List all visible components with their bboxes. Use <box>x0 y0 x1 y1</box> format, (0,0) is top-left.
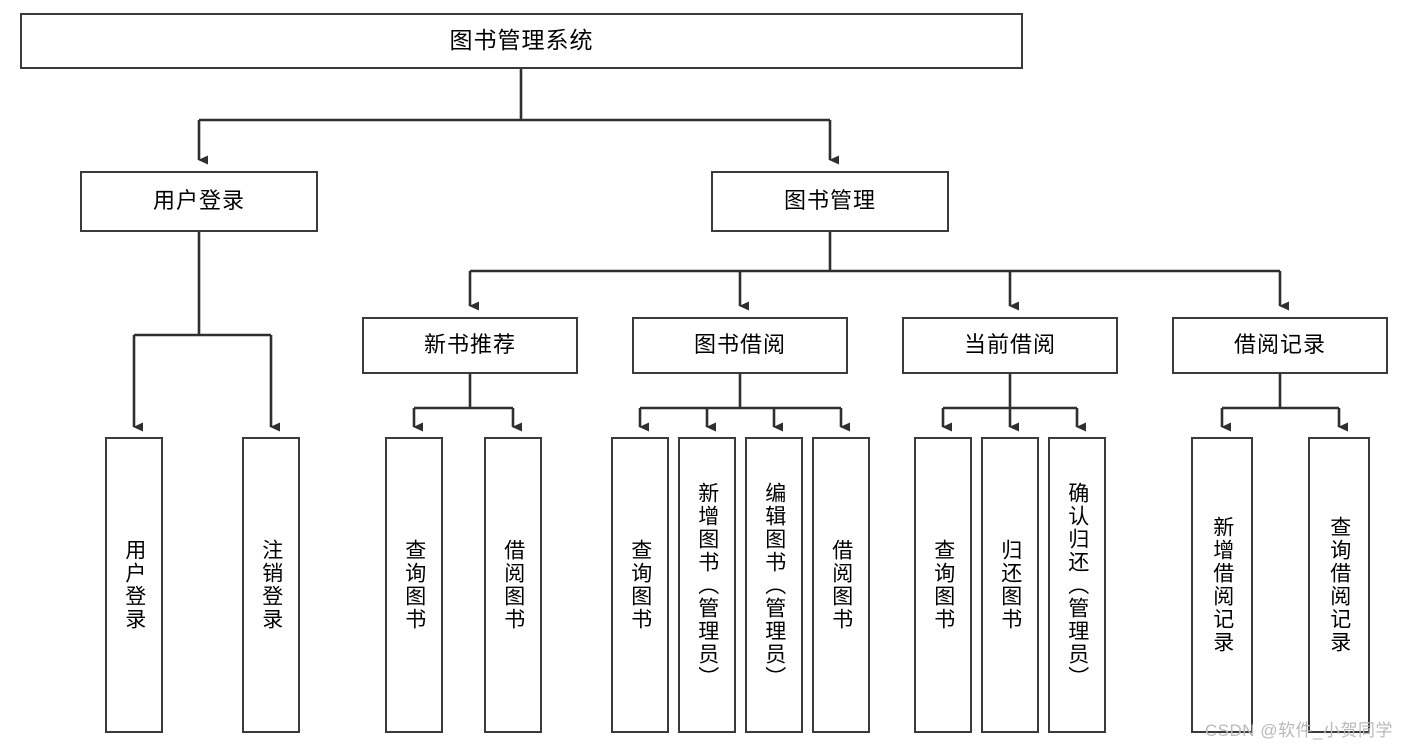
node-root-book-management-system[interactable]: 图书管理系统 <box>20 13 1023 69</box>
node-label: 查询图书 <box>402 539 426 631</box>
node-label: 借阅图书 <box>501 539 525 631</box>
node-label: 新书推荐 <box>423 332 516 358</box>
node-label: 查询图书 <box>628 539 652 631</box>
node-label: 用户登录 <box>152 188 245 214</box>
node-new-book-recommend[interactable]: 新书推荐 <box>362 317 578 374</box>
node-label: 图书管理 <box>783 188 876 214</box>
leaf-logout-login[interactable]: 注销登录 <box>242 437 300 733</box>
node-user-login[interactable]: 用户登录 <box>80 171 318 232</box>
node-label: 查询借阅记录 <box>1327 516 1351 654</box>
leaf-query-book-1[interactable]: 查询图书 <box>385 437 443 733</box>
node-label: 新增图书（管理员） <box>695 481 719 689</box>
node-label: 图书管理系统 <box>449 27 594 54</box>
leaf-return-book[interactable]: 归还图书 <box>981 437 1039 733</box>
leaf-query-book-2[interactable]: 查询图书 <box>611 437 669 733</box>
node-label: 新增借阅记录 <box>1210 516 1234 654</box>
leaf-borrow-book-2[interactable]: 借阅图书 <box>812 437 870 733</box>
node-label: 借阅图书 <box>829 539 853 631</box>
csdn-watermark: CSDN @软件_小贺同学 <box>1204 721 1393 740</box>
node-label: 用户登录 <box>122 539 146 631</box>
node-label: 确认归还（管理员） <box>1065 481 1089 689</box>
leaf-query-record[interactable]: 查询借阅记录 <box>1308 437 1370 733</box>
leaf-query-book-3[interactable]: 查询图书 <box>914 437 972 733</box>
leaf-borrow-book-1[interactable]: 借阅图书 <box>484 437 542 733</box>
node-label: 当前借阅 <box>963 332 1056 358</box>
node-label: 图书借阅 <box>693 332 786 358</box>
node-book-management[interactable]: 图书管理 <box>711 171 949 232</box>
node-label: 查询图书 <box>931 539 955 631</box>
node-label: 编辑图书（管理员） <box>762 481 786 689</box>
leaf-add-record[interactable]: 新增借阅记录 <box>1191 437 1253 733</box>
node-current-borrow[interactable]: 当前借阅 <box>902 317 1118 374</box>
node-book-borrow[interactable]: 图书借阅 <box>632 317 848 374</box>
leaf-edit-book[interactable]: 编辑图书（管理员） <box>745 437 803 733</box>
node-label: 注销登录 <box>259 539 283 631</box>
leaf-add-book[interactable]: 新增图书（管理员） <box>678 437 736 733</box>
node-label: 归还图书 <box>998 539 1022 631</box>
node-borrow-record[interactable]: 借阅记录 <box>1172 317 1388 374</box>
leaf-confirm-return[interactable]: 确认归还（管理员） <box>1048 437 1106 733</box>
leaf-user-login[interactable]: 用户登录 <box>105 437 163 733</box>
node-label: 借阅记录 <box>1233 332 1326 358</box>
